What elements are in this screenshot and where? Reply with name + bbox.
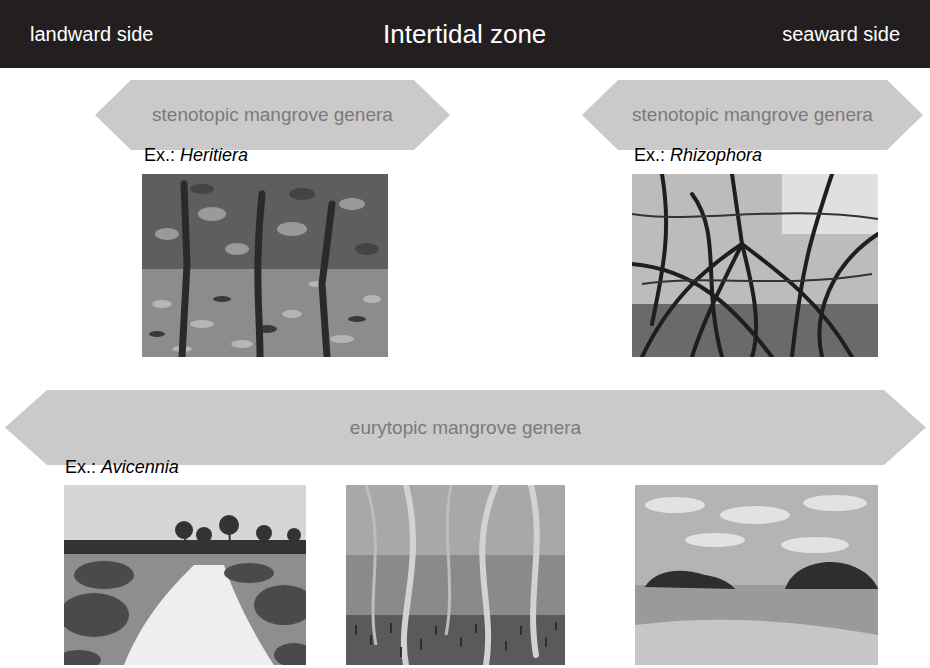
example-label: Ex.: Heritiera [144,145,248,166]
zone-heading: Intertidal zone [383,19,546,50]
avicennia-photo-3 [635,485,878,665]
rhizophora-photo [632,174,878,357]
range-label: eurytopic mangrove genera [350,417,581,439]
heritiera-photo [142,174,388,357]
avicennia-photo-1 [57,485,314,668]
avicennia-photo-2 [346,485,565,665]
range-arrow: stenotopic mangrove genera [582,80,923,150]
side-label: landward side [30,23,153,46]
header-band: landward side Intertidal zone seaward side [0,0,930,68]
range-label: stenotopic mangrove genera [152,104,393,126]
range-arrow: eurytopic mangrove genera [5,390,926,465]
range-arrow: stenotopic mangrove genera [95,80,450,150]
range-label: stenotopic mangrove genera [632,104,873,126]
side-label: seaward side [782,23,900,46]
example-label: Ex.: Avicennia [65,457,179,478]
example-label: Ex.: Rhizophora [634,145,762,166]
